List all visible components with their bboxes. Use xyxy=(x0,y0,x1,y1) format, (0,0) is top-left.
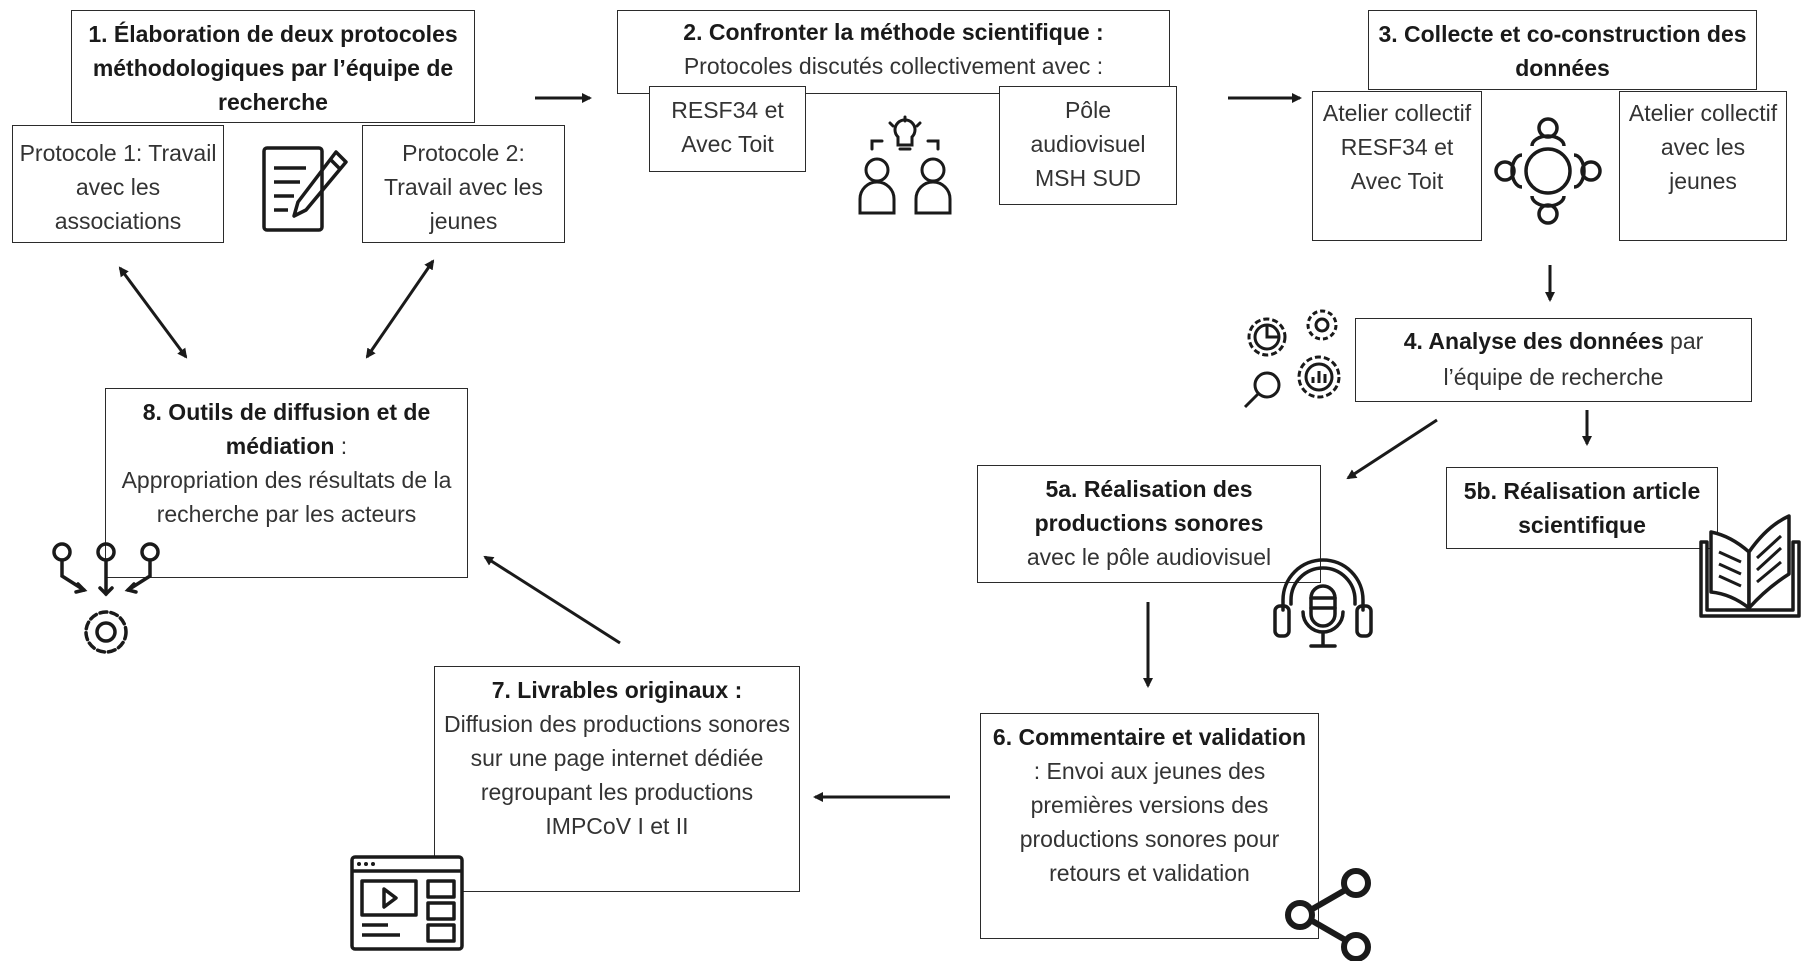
step1-title: 1. Élaboration de deux protocoles méthod… xyxy=(88,21,458,115)
open-book-icon xyxy=(1699,514,1801,618)
step8-box: 8. Outils de diffusion et de médiation :… xyxy=(105,388,468,578)
pole-audiovisuel-box: Pôle audiovisuel MSH SUD xyxy=(999,86,1177,205)
step3-right-text: Atelier collectif avec les jeunes xyxy=(1628,100,1778,194)
step5a-box: 5a. Réalisation des productions sonores … xyxy=(977,465,1321,583)
step3-left-text: Atelier collectif RESF34 et Avec Toit xyxy=(1322,100,1472,194)
step2-title: 2. Confronter la méthode scientifique : xyxy=(683,19,1104,45)
round-table-icon xyxy=(1494,117,1602,225)
video-webpage-icon xyxy=(350,855,464,951)
step4-title: 4. Analyse des données xyxy=(1403,328,1664,354)
atelier-resf34-box: Atelier collectif RESF34 et Avec Toit xyxy=(1312,91,1482,241)
step5b-box: 5b. Réalisation article scientifique xyxy=(1446,467,1718,549)
step7-text: Diffusion des productions sonores sur un… xyxy=(443,711,791,839)
step3-title: 3. Collecte et co-construction des donné… xyxy=(1378,21,1747,81)
step5b-title: 5b. Réalisation article scientifique xyxy=(1463,478,1701,538)
document-pen-icon xyxy=(262,146,348,232)
atelier-jeunes-box: Atelier collectif avec les jeunes xyxy=(1619,91,1787,241)
step4-box: 4. Analyse des données par l’équipe de r… xyxy=(1355,318,1752,402)
arrow-4-to-5a xyxy=(1346,418,1438,480)
protocol1-box: Protocole 1: Travail avec les associatio… xyxy=(12,125,224,243)
step2-right-text: Pôle audiovisuel MSH SUD xyxy=(1030,97,1146,191)
arrow-7-to-8 xyxy=(483,555,621,645)
gears-analysis-icon xyxy=(1243,309,1341,409)
step8-text: Appropriation des résultats de la recher… xyxy=(121,467,452,527)
protocol2-box: Protocole 2: Travail avec les jeunes xyxy=(362,125,565,243)
arrow-p1-8 xyxy=(118,266,188,359)
protocol2-text: Protocole 2: Travail avec les jeunes xyxy=(384,140,543,234)
step6-title: 6. Commentaire et validation xyxy=(992,724,1307,750)
protocol1-text: Protocole 1: Travail avec les associatio… xyxy=(19,140,217,234)
step8-colon: : xyxy=(334,433,348,459)
step8-title: 8. Outils de diffusion et de médiation xyxy=(142,399,431,459)
idea-people-icon xyxy=(858,115,952,215)
step5a-title: 5a. Réalisation des productions sonores xyxy=(1034,476,1264,536)
step7-box: 7. Livrables originaux : Diffusion des p… xyxy=(434,666,800,892)
step7-title: 7. Livrables originaux : xyxy=(491,677,743,703)
step6-text: : Envoi aux jeunes des premières version… xyxy=(1019,758,1280,886)
step5a-text: avec le pôle audiovisuel xyxy=(1026,544,1272,570)
step6-box: 6. Commentaire et validation : Envoi aux… xyxy=(980,713,1319,939)
step4-text: par l’équipe de recherche xyxy=(1443,328,1704,390)
step2-left-text: RESF34 et Avec Toit xyxy=(671,97,784,157)
headphones-mic-icon xyxy=(1273,558,1373,648)
mediation-gear-icon xyxy=(52,542,160,654)
step2-subtitle: Protocoles discutés collectivement avec … xyxy=(683,53,1104,79)
step1-title-box: 1. Élaboration de deux protocoles méthod… xyxy=(71,10,475,123)
step2-box: 2. Confronter la méthode scientifique : … xyxy=(617,10,1170,94)
arrow-p2-8 xyxy=(365,259,435,359)
share-icon xyxy=(1285,868,1371,961)
resf34-avectoit-box: RESF34 et Avec Toit xyxy=(649,86,806,172)
step3-title-box: 3. Collecte et co-construction des donné… xyxy=(1368,10,1757,90)
